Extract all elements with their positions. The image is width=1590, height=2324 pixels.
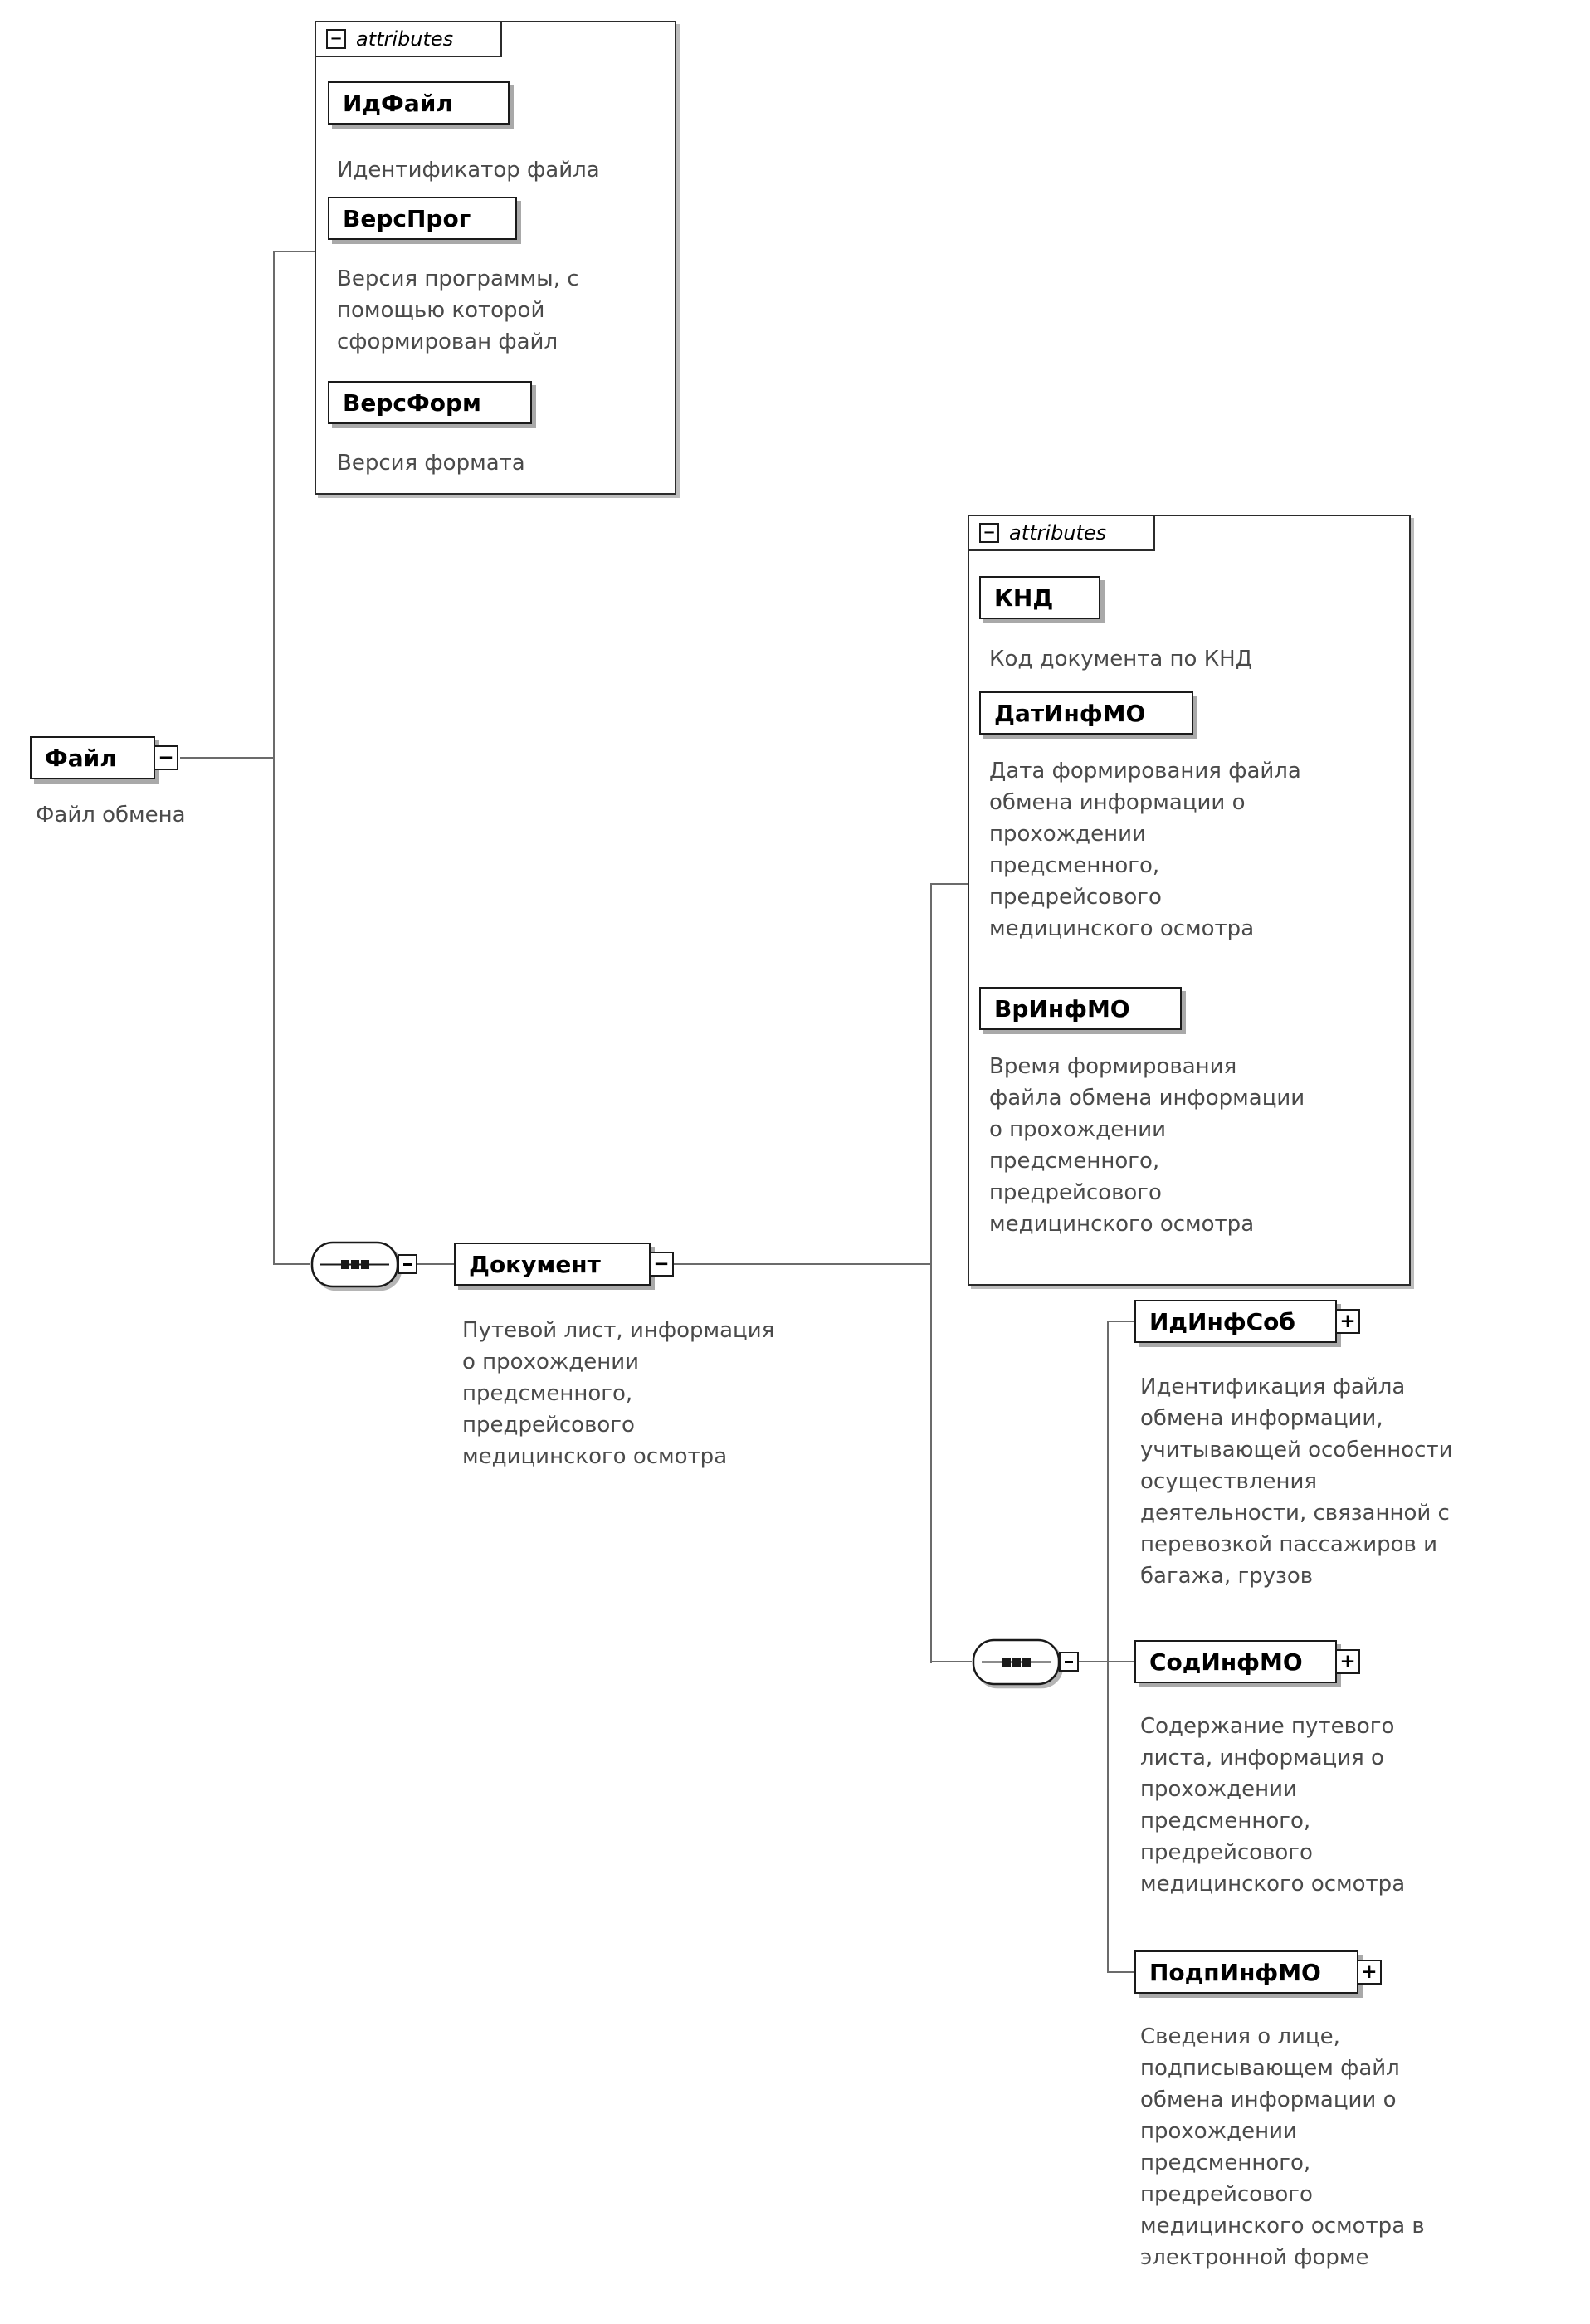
collapse-toggle-file[interactable]: − (154, 745, 178, 770)
element-box-sodinfmo[interactable]: СодИнфМО (1134, 1640, 1337, 1683)
attribute-caption-idfile: Идентификатор файла (337, 158, 600, 183)
element-caption-file: Файл обмена (36, 803, 186, 828)
connector-line (1107, 1321, 1109, 1973)
connector-line (931, 883, 968, 885)
element-box-idinfsob[interactable]: ИдИнфСоб (1134, 1300, 1337, 1343)
element-box-file[interactable]: Файл (30, 736, 155, 779)
attribute-name-idfile: ИдФайл (343, 89, 453, 117)
connector-line (674, 1263, 931, 1265)
attribute-name-knd: КНД (994, 583, 1054, 612)
element-caption-podpinfmo: Сведения о лице, подписывающем файл обме… (1140, 2024, 1425, 2270)
element-name-file: Файл (45, 744, 117, 772)
attribute-box-versform[interactable]: ВерсФорм (328, 381, 532, 424)
element-name-sodinfmo: СодИнфМО (1149, 1648, 1303, 1676)
expand-toggle-idinfsob[interactable]: + (1335, 1309, 1360, 1334)
sequence-handle-icon[interactable] (398, 1254, 417, 1274)
document-attributes-container (968, 515, 1411, 1286)
attribute-box-datinfmo[interactable]: ДатИнфМО (979, 691, 1193, 735)
document-attributes-header: − attributes (968, 515, 1155, 551)
dash-icon (403, 1262, 412, 1266)
collapse-toggle-document[interactable]: − (649, 1252, 674, 1277)
attribute-caption-versform: Версия формата (337, 451, 525, 476)
connector-line (273, 251, 275, 1265)
connector-line (1108, 1971, 1134, 1973)
connector-line (931, 1661, 972, 1662)
connector-line (274, 1263, 310, 1265)
element-name-document: Документ (469, 1250, 601, 1278)
connector-line (180, 757, 274, 759)
document-attributes-label: attributes (1009, 521, 1107, 544)
collapse-icon[interactable]: − (979, 523, 999, 543)
file-attributes-label: attributes (356, 27, 454, 51)
attribute-caption-knd: Код документа по КНД (989, 647, 1253, 671)
sequence-compositor-icon[interactable] (310, 1241, 399, 1291)
connector-line (930, 883, 932, 1663)
connector-line (1079, 1661, 1108, 1662)
attribute-name-versform: ВерсФорм (343, 388, 481, 417)
dash-icon (1065, 1660, 1073, 1663)
file-attributes-header: − attributes (315, 21, 502, 57)
element-box-podpinfmo[interactable]: ПодпИнфМО (1134, 1950, 1358, 1994)
expand-toggle-sodinfmo[interactable]: + (1335, 1649, 1360, 1674)
sequence-compositor-icon[interactable] (972, 1638, 1061, 1689)
attribute-caption-datinfmo: Дата формирования файла обмена информаци… (989, 759, 1301, 941)
attribute-box-vrinfmo[interactable]: ВрИнфМО (979, 987, 1182, 1030)
expand-toggle-podpinfmo[interactable]: + (1357, 1960, 1382, 1985)
attribute-box-knd[interactable]: КНД (979, 576, 1100, 619)
element-caption-sodinfmo: Содержание путевого листа, информация о … (1140, 1714, 1406, 1897)
element-name-idinfsob: ИдИнфСоб (1149, 1307, 1295, 1335)
sequence-handle-icon[interactable] (1059, 1652, 1079, 1672)
element-name-podpinfmo: ПодпИнфМО (1149, 1958, 1321, 1986)
element-caption-idinfsob: Идентификация файла обмена информации, у… (1140, 1374, 1453, 1589)
attribute-box-versprog[interactable]: ВерсПрог (328, 197, 517, 240)
attribute-caption-versprog: Версия программы, с помощью которой сфор… (337, 266, 579, 354)
attribute-name-versprog: ВерсПрог (343, 204, 471, 232)
connector-line (274, 251, 315, 252)
connector-line (417, 1263, 454, 1265)
attribute-name-datinfmo: ДатИнфМО (994, 699, 1146, 727)
attribute-box-idfile[interactable]: ИдФайл (328, 81, 510, 124)
connector-line (1108, 1321, 1134, 1322)
attribute-caption-vrinfmo: Время формирования файла обмена информац… (989, 1054, 1305, 1237)
element-box-document[interactable]: Документ (454, 1243, 651, 1286)
attribute-name-vrinfmo: ВрИнфМО (994, 994, 1130, 1023)
element-caption-document: Путевой лист, информация о прохождении п… (462, 1318, 775, 1469)
collapse-icon[interactable]: − (326, 29, 346, 49)
connector-line (1108, 1661, 1134, 1662)
